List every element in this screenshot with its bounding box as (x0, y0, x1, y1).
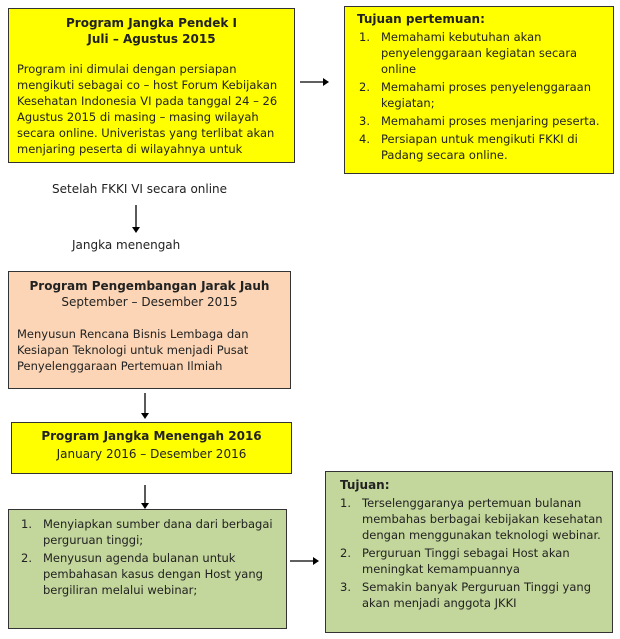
medium-term-program-box: Program Jangka Menengah 2016 January 201… (11, 422, 292, 474)
arrow-down-icon (141, 393, 149, 419)
list-item-number: 4. (359, 132, 370, 146)
medium-term-program-title: Program Jangka Menengah 2016 (41, 429, 262, 443)
list-item-text: Memahami proses penyelenggaraan kegiatan… (381, 80, 592, 110)
list-item-number: 2. (359, 80, 370, 94)
list-item: 1. Memahami kebutuhan akan penyelenggaraa… (353, 29, 605, 77)
short-term-program-box: Program Jangka Pendek I Juli – Agustus 2… (8, 8, 295, 163)
list-item-text: Perguruan Tinggi sebagai Host akan menin… (362, 546, 570, 576)
distance-development-program-period: September – Desember 2015 (61, 295, 238, 309)
list-item: 2. Memahami proses penyelenggaraan kegiat… (353, 79, 605, 111)
medium-term-program-period: January 2016 – Desember 2016 (56, 447, 247, 461)
list-item: 2. Perguruan Tinggi sebagai Host akan men… (334, 545, 604, 577)
medium-term-label: Jangka menengah (72, 238, 181, 252)
goals-list: 1. Terselenggaranya pertemuan bulanan mem… (334, 495, 604, 611)
list-item-number: 2. (340, 546, 351, 560)
list-item-text: Terselenggaranya pertemuan bulanan memba… (362, 496, 603, 542)
short-term-program-description: Program ini dimulai dengan persiapan men… (17, 62, 278, 156)
meeting-goals-box: Tujuan pertemuan: 1. Memahami kebutuhan a… (344, 6, 614, 174)
list-item-number: 2. (21, 551, 32, 565)
meeting-goals-heading: Tujuan pertemuan: (357, 12, 485, 26)
list-item-number: 1. (340, 496, 351, 510)
goals-box: Tujuan: 1. Terselenggaranya pertemuan bul… (325, 471, 613, 633)
list-item-text: Persiapan untuk mengikuti FKKI di Padang… (381, 132, 578, 162)
list-item-text: Menyiapkan sumber dana dari berbagai per… (43, 517, 273, 547)
arrow-right-icon (300, 78, 329, 86)
distance-development-program-title: Program Pengembangan Jarak Jauh (29, 279, 270, 293)
list-item: 2. Menyusun agenda bulanan untuk pembahas… (15, 550, 280, 598)
goals-heading: Tujuan: (340, 478, 390, 492)
list-item-text: Semakin banyak Perguruan Tinggi yang aka… (362, 580, 591, 610)
list-item-text: Memahami kebutuhan akan penyelenggaraan … (381, 30, 578, 76)
arrow-right-icon (290, 557, 319, 565)
distance-development-program-description: Menyusun Rencana Bisnis Lembaga dan Kesi… (17, 327, 249, 373)
meeting-goals-list: 1. Memahami kebutuhan akan penyelenggaraa… (353, 29, 605, 163)
list-item-number: 1. (359, 30, 370, 44)
list-item: 3. Semakin banyak Perguruan Tinggi yang a… (334, 579, 604, 611)
list-item-text: Memahami proses menjaring peserta. (381, 114, 600, 128)
activities-box: 1. Menyiapkan sumber dana dari berbagai p… (8, 509, 287, 629)
list-item: 3. Memahami proses menjaring peserta. (353, 113, 605, 129)
list-item: 4. Persiapan untuk mengikuti FKKI di Pada… (353, 131, 605, 163)
activities-list: 1. Menyiapkan sumber dana dari berbagai p… (15, 516, 280, 598)
list-item-number: 1. (21, 517, 32, 531)
list-item: 1. Menyiapkan sumber dana dari berbagai p… (15, 516, 280, 548)
after-fkki-label: Setelah FKKI VI secara online (52, 182, 228, 196)
arrow-down-icon (132, 205, 140, 233)
list-item-number: 3. (340, 580, 351, 594)
list-item-text: Menyusun agenda bulanan untuk pembahasan… (43, 551, 263, 597)
list-item-number: 3. (359, 114, 370, 128)
arrow-down-icon (141, 485, 149, 509)
short-term-program-period: Juli – Agustus 2015 (87, 32, 216, 46)
short-term-program-title: Program Jangka Pendek I (65, 16, 238, 30)
list-item: 1. Terselenggaranya pertemuan bulanan mem… (334, 495, 604, 543)
distance-development-program-box: Program Pengembangan Jarak Jauh Septembe… (8, 271, 291, 389)
